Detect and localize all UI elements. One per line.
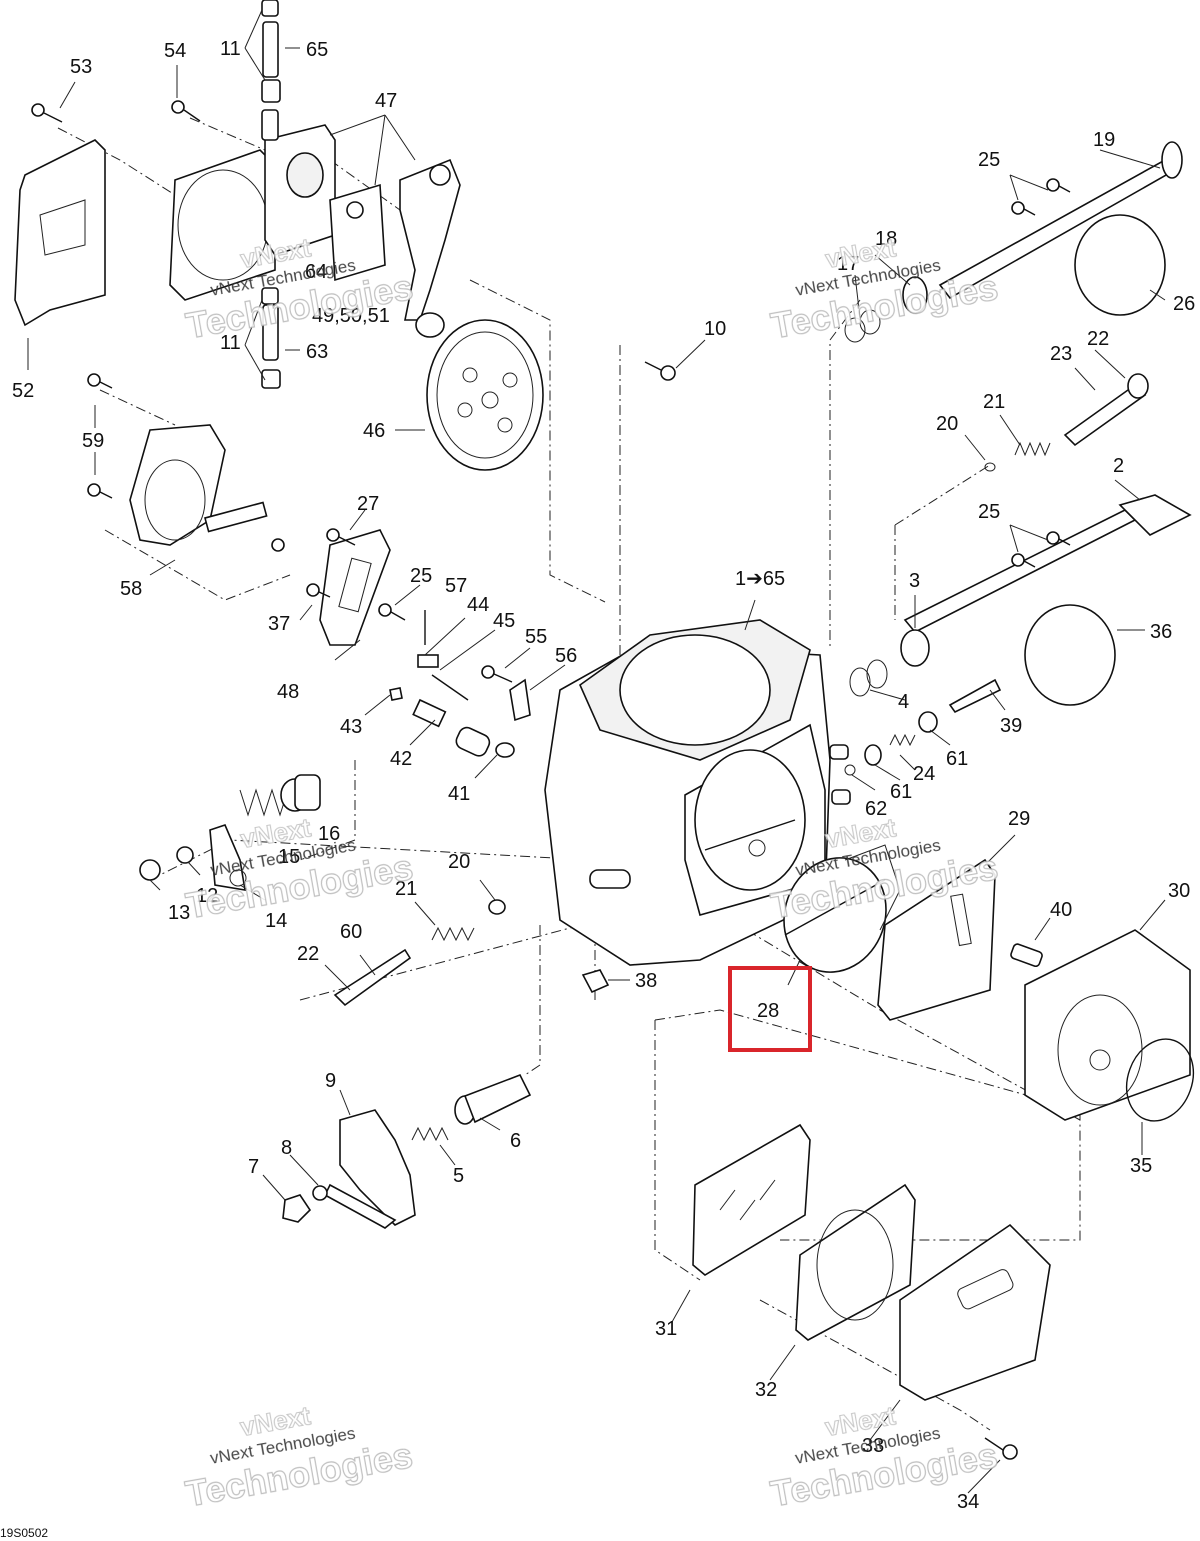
callout-61: 61 [946,748,968,770]
leader-lines [27,9,1166,1494]
callout-3: 3 [909,570,920,592]
callout-56: 56 [555,645,577,667]
callout-22: 22 [1087,328,1109,350]
callout-12: 12 [196,885,218,907]
callout-54: 54 [164,40,186,62]
callout-36: 36 [1150,621,1172,643]
callout-17: 17 [837,253,859,275]
watermark-middle-left: vNext vNext Technologies Technologies [182,812,416,927]
callout-14: 14 [265,910,287,932]
callout-38: 38 [635,970,657,992]
callout-61: 61 [890,781,912,803]
callout-45: 45 [493,610,515,632]
callout-64: 64 [305,261,327,283]
callout-11: 11 [220,38,241,60]
callout-25: 25 [410,565,432,587]
callout-30: 30 [1168,880,1190,902]
watermark-top-right: vNext vNext Technologies Technologies [767,232,1001,347]
callout-labels: 53 54 11 65 47 64 49,50,51 11 63 52 59 4… [12,38,1195,1513]
callout-49-50-51: 49,50,51 [312,305,390,327]
callout-33: 33 [862,1435,884,1457]
parts-artwork [14,0,1195,1460]
callout-16: 16 [318,823,340,845]
callout-31: 31 [655,1318,677,1340]
diagram-code: 19S0502 [0,1526,48,1540]
callout-25: 25 [978,501,1000,523]
callout-15: 15 [278,846,300,868]
callout-4: 4 [898,691,909,713]
callout-44: 44 [467,594,489,616]
callout-52: 52 [12,380,34,402]
callout-53: 53 [70,56,92,78]
callout-43: 43 [340,716,362,738]
callout-20: 20 [936,413,958,435]
watermark-bottom-left: vNext vNext Technologies Technologies [182,1400,416,1515]
callout-40: 40 [1050,899,1072,921]
callout-21: 21 [395,878,417,900]
callout-11: 11 [220,332,241,354]
callout-55: 55 [525,626,547,648]
callout-65: 65 [306,39,328,61]
callout-41: 41 [448,783,470,805]
callout-48: 48 [277,681,299,703]
callout-37: 37 [268,613,290,635]
callout-7: 7 [248,1156,259,1178]
callout-19: 19 [1093,129,1115,151]
callout-10: 10 [704,318,726,340]
callout-59: 59 [82,430,104,452]
callout-25: 25 [978,149,1000,171]
callout-34: 34 [957,1491,979,1513]
callout-39: 39 [1000,715,1022,737]
callout-5: 5 [453,1165,464,1187]
callout-32: 32 [755,1379,777,1401]
callout-46: 46 [363,420,385,442]
callout-62: 62 [865,798,887,820]
callout-6: 6 [510,1130,521,1152]
callout-8: 8 [281,1137,292,1159]
callout-57: 57 [445,575,467,597]
callout-27: 27 [357,493,379,515]
callout-21: 21 [983,391,1005,413]
callout-35: 35 [1130,1155,1152,1177]
callout-18: 18 [875,228,897,250]
callout-63: 63 [306,341,328,363]
callout-20: 20 [448,851,470,873]
callout-9: 9 [325,1070,336,1092]
callout-28: 28 [757,1000,779,1022]
callout-58: 58 [120,578,142,600]
callout-60: 60 [340,921,362,943]
callout-13: 13 [168,902,190,924]
highlight-box-28 [728,966,812,1052]
callout-1-to-65: 1➔65 [735,568,785,590]
callout-29: 29 [1008,808,1030,830]
callout-2: 2 [1113,455,1124,477]
callout-23: 23 [1050,343,1072,365]
callout-42: 42 [390,748,412,770]
callout-26: 26 [1173,293,1195,315]
callout-24: 24 [913,763,935,785]
callout-22: 22 [297,943,319,965]
callout-47: 47 [375,90,397,112]
